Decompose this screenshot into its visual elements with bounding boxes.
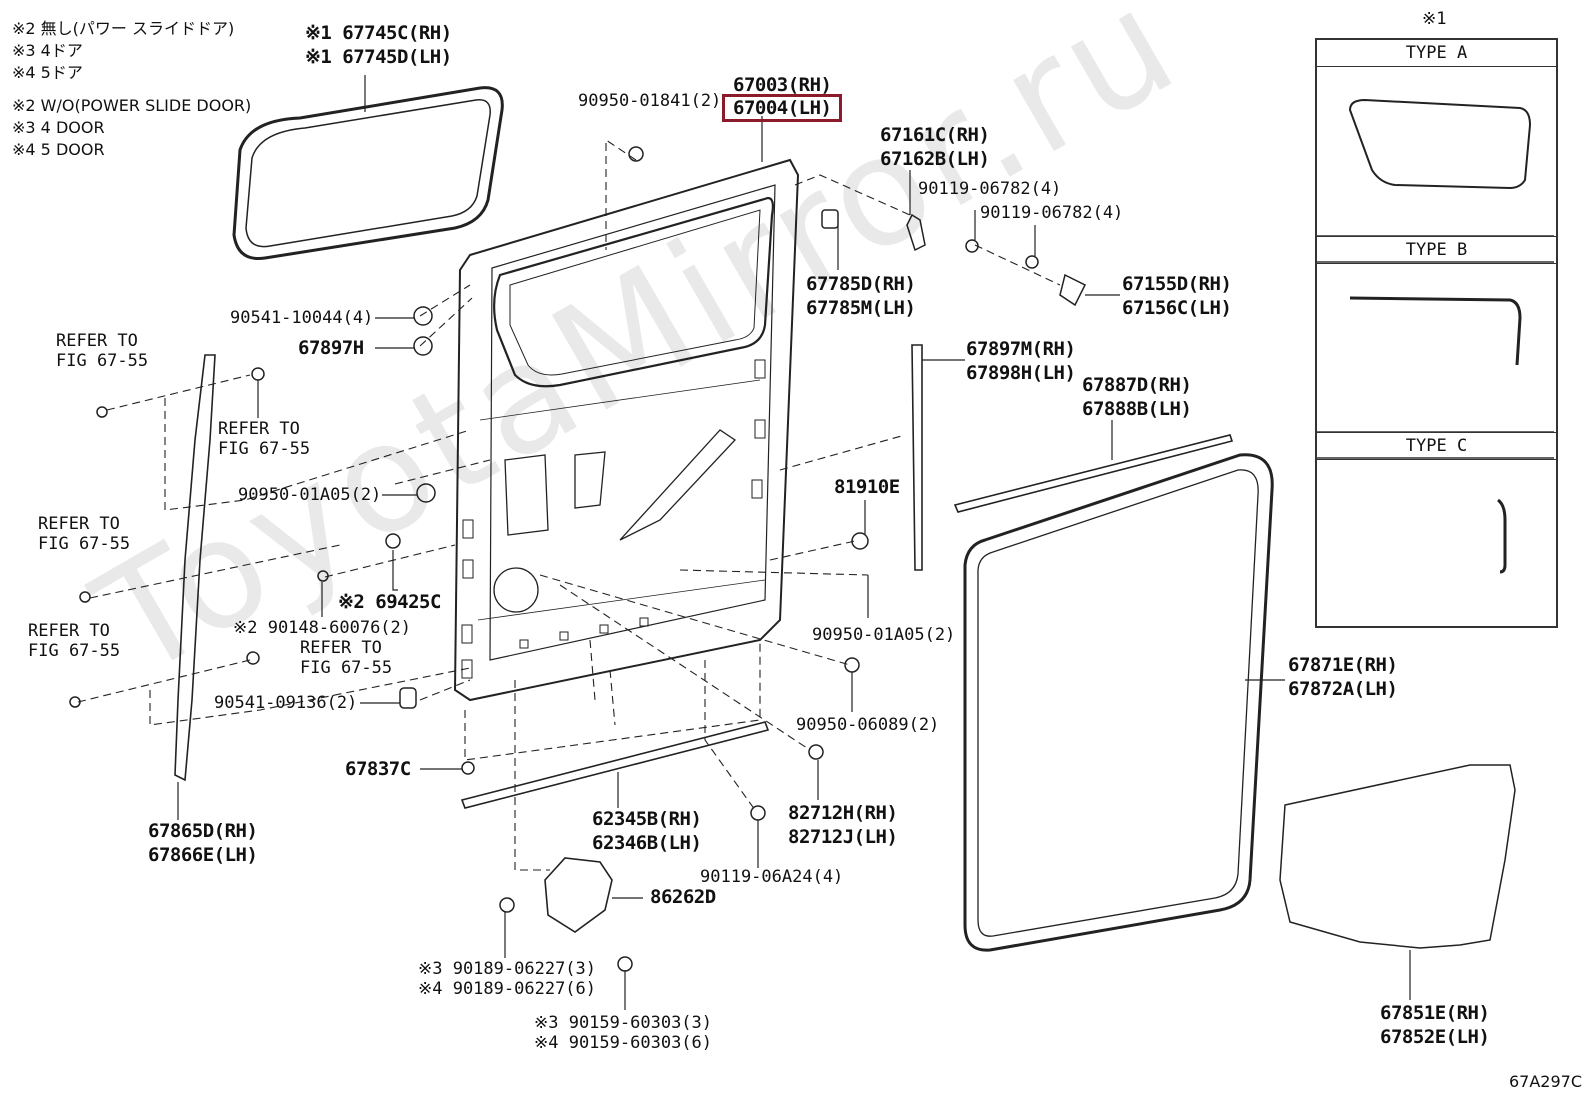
part-label[interactable]: 90950-01A05(2): [812, 625, 956, 645]
part-label[interactable]: ※4 90159-60303(6): [534, 1033, 713, 1053]
note-en-1: ※2 W/O(POWER SLIDE DOOR): [12, 96, 252, 115]
part-label[interactable]: 90950-06089(2): [796, 715, 940, 735]
type-b-header: TYPE B: [1317, 236, 1556, 264]
part-label[interactable]: 90119-06782(4): [918, 179, 1062, 199]
refer-label[interactable]: REFER TO: [218, 419, 300, 439]
part-label[interactable]: 81910E: [834, 476, 900, 498]
part-label[interactable]: 90950-01841(2): [578, 91, 722, 111]
part-label[interactable]: 67161C(RH): [880, 124, 990, 146]
part-label[interactable]: 67785M(LH): [806, 297, 916, 319]
note-jp-2: ※3 4ドア: [12, 41, 83, 60]
part-label[interactable]: ※2 69425C: [338, 591, 441, 613]
part-label[interactable]: 67887D(RH): [1082, 374, 1192, 396]
type-panel-mark: ※1: [1422, 9, 1447, 29]
part-label[interactable]: 67155D(RH): [1122, 273, 1232, 295]
part-label[interactable]: 67162B(LH): [880, 148, 990, 170]
part-label[interactable]: 90119-06782(4): [980, 203, 1124, 223]
diagram-code: 67A297C: [1508, 1072, 1582, 1091]
part-label[interactable]: 90119-06A24(4): [700, 867, 844, 887]
part-label[interactable]: ※3 90159-60303(3): [534, 1013, 713, 1033]
note-jp-3: ※4 5ドア: [12, 63, 83, 82]
type-panel: TYPE A TYPE B TYPE C: [1315, 38, 1558, 628]
refer-label[interactable]: REFER TO: [300, 638, 382, 658]
note-jp-1: ※2 無し(パワー スライドドア): [12, 19, 235, 38]
glass-weatherstrip: [232, 86, 504, 261]
note-en-2: ※3 4 DOOR: [12, 118, 105, 137]
part-label[interactable]: 67852E(LH): [1380, 1026, 1490, 1048]
part-label[interactable]: ※3 90189-06227(3): [418, 959, 597, 979]
part-label[interactable]: 62345B(RH): [592, 808, 702, 830]
part-label[interactable]: 67888B(LH): [1082, 398, 1192, 420]
part-label[interactable]: 67866E(LH): [148, 844, 258, 866]
part-label[interactable]: 67897M(RH): [966, 338, 1076, 360]
part-label[interactable]: 67897H: [298, 337, 364, 359]
type-a-header: TYPE A: [1317, 40, 1556, 67]
refer-label[interactable]: REFER TO: [56, 331, 138, 351]
refer-label[interactable]: FIG 67-55: [38, 534, 131, 554]
part-label[interactable]: 67851E(RH): [1380, 1002, 1490, 1024]
part-label[interactable]: 67871E(RH): [1288, 654, 1398, 676]
door-panel: [453, 158, 800, 702]
refer-label[interactable]: REFER TO: [38, 514, 120, 534]
part-label[interactable]: 67872A(LH): [1288, 678, 1398, 700]
part-label[interactable]: 86262D: [650, 886, 716, 908]
refer-label[interactable]: FIG 67-55: [28, 641, 121, 661]
note-en-3: ※4 5 DOOR: [12, 140, 105, 159]
part-label[interactable]: 67865D(RH): [148, 820, 258, 842]
part-label[interactable]: ※1 67745D(LH): [305, 46, 452, 68]
part-label[interactable]: ※1 67745C(RH): [305, 22, 452, 44]
door-weatherstrip: [963, 453, 1274, 952]
part-label[interactable]: 67156C(LH): [1122, 297, 1232, 319]
part-label[interactable]: ※2 90148-60076(2): [233, 618, 412, 638]
part-label[interactable]: 67898H(LH): [966, 362, 1076, 384]
part-label[interactable]: 82712J(LH): [788, 826, 898, 848]
refer-label[interactable]: REFER TO: [28, 621, 110, 641]
type-c-header: TYPE C: [1317, 432, 1556, 460]
part-label[interactable]: 67837C: [345, 758, 411, 780]
refer-label[interactable]: FIG 67-55: [56, 351, 149, 371]
part-label[interactable]: 67785D(RH): [806, 273, 916, 295]
refer-label[interactable]: FIG 67-55: [300, 658, 393, 678]
part-label[interactable]: ※4 90189-06227(6): [418, 979, 597, 999]
part-label[interactable]: 67003(RH): [733, 74, 832, 96]
part-label[interactable]: 82712H(RH): [788, 802, 898, 824]
part-label[interactable]: 62346B(LH): [592, 832, 702, 854]
part-label[interactable]: 90541-10044(4): [230, 308, 374, 328]
part-label[interactable]: 90950-01A05(2): [238, 485, 382, 505]
pillar-trim: [174, 354, 216, 782]
part-label-highlighted[interactable]: 67004(LH): [722, 94, 843, 122]
part-label[interactable]: 90541-09136(2): [214, 693, 358, 713]
service-hole-cover: [1279, 764, 1516, 949]
door-window-opening: [493, 196, 774, 388]
refer-label[interactable]: FIG 67-55: [218, 439, 311, 459]
